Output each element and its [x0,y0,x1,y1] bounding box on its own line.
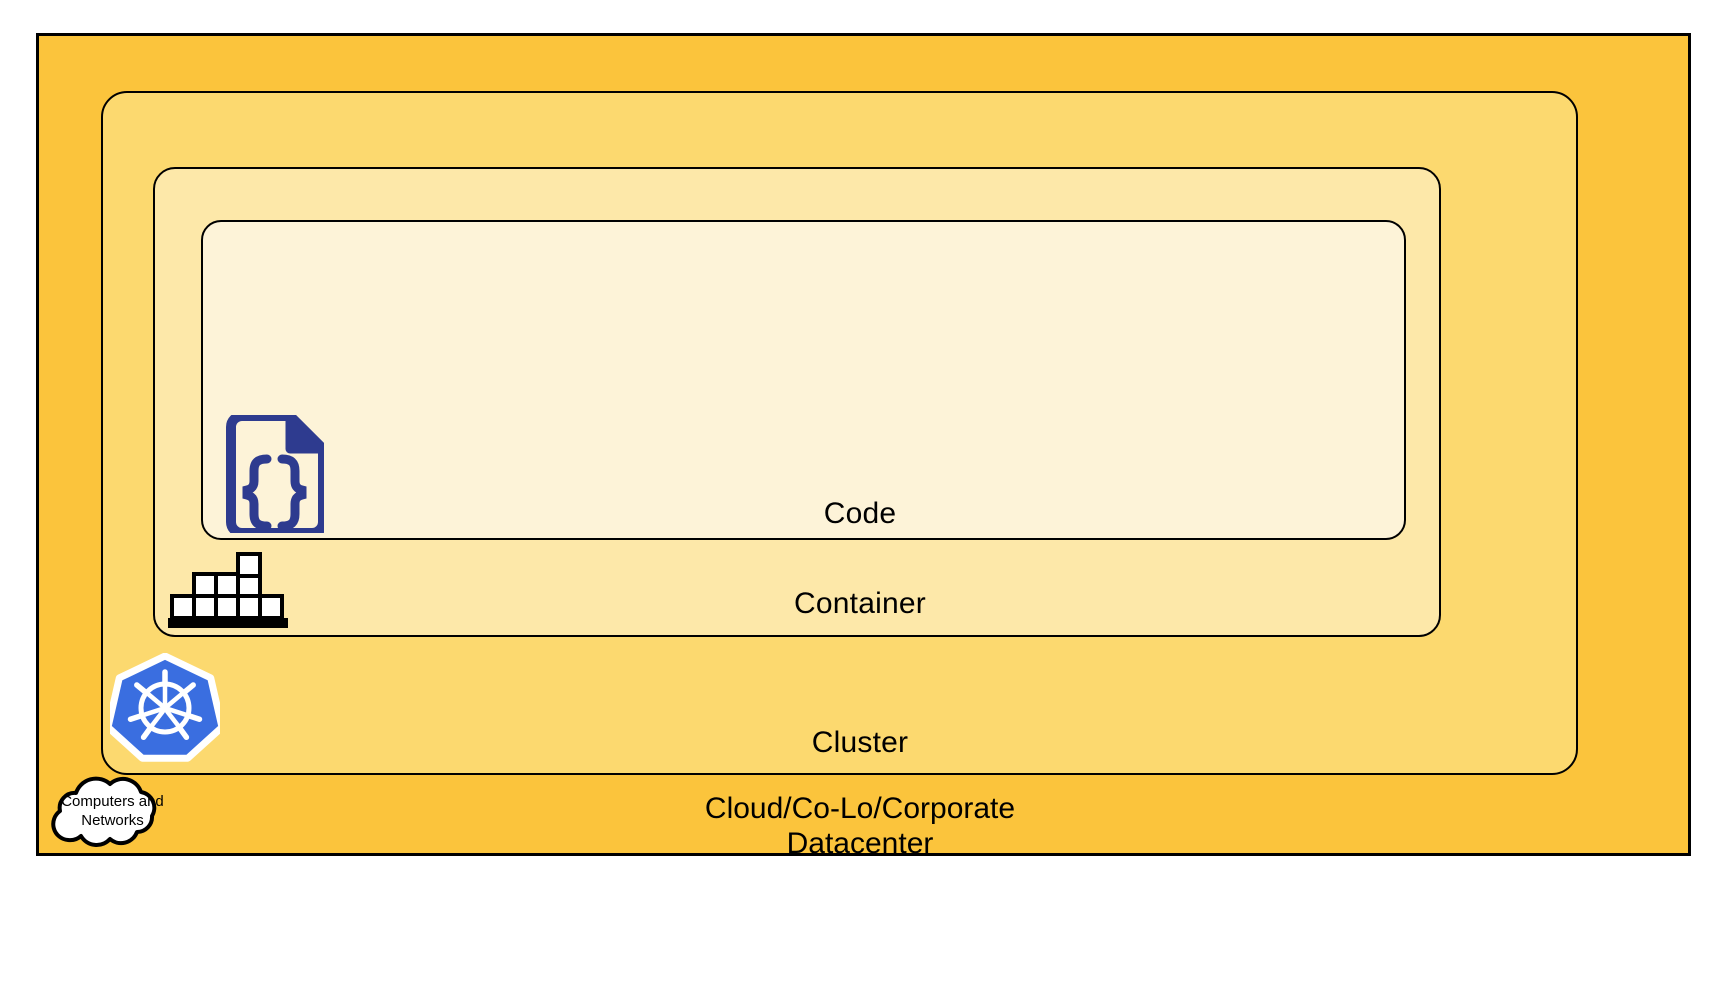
label-code: Code [823,497,897,530]
label-container: Container [794,587,926,620]
label-datacenter: Cloud/Co-Lo/Corporate Datacenter [0,791,1720,861]
computers-networks-cloud[interactable] [35,772,190,862]
layer-code[interactable] [201,220,1406,540]
kubernetes-icon [104,652,226,763]
label-datacenter-line1: Cloud/Co-Lo/Corporate [704,792,1016,825]
label-cluster: Cluster [811,726,909,759]
container-blocks-icon [168,552,288,628]
label-datacenter-line2: Datacenter [786,827,934,860]
code-document-icon [220,411,328,538]
